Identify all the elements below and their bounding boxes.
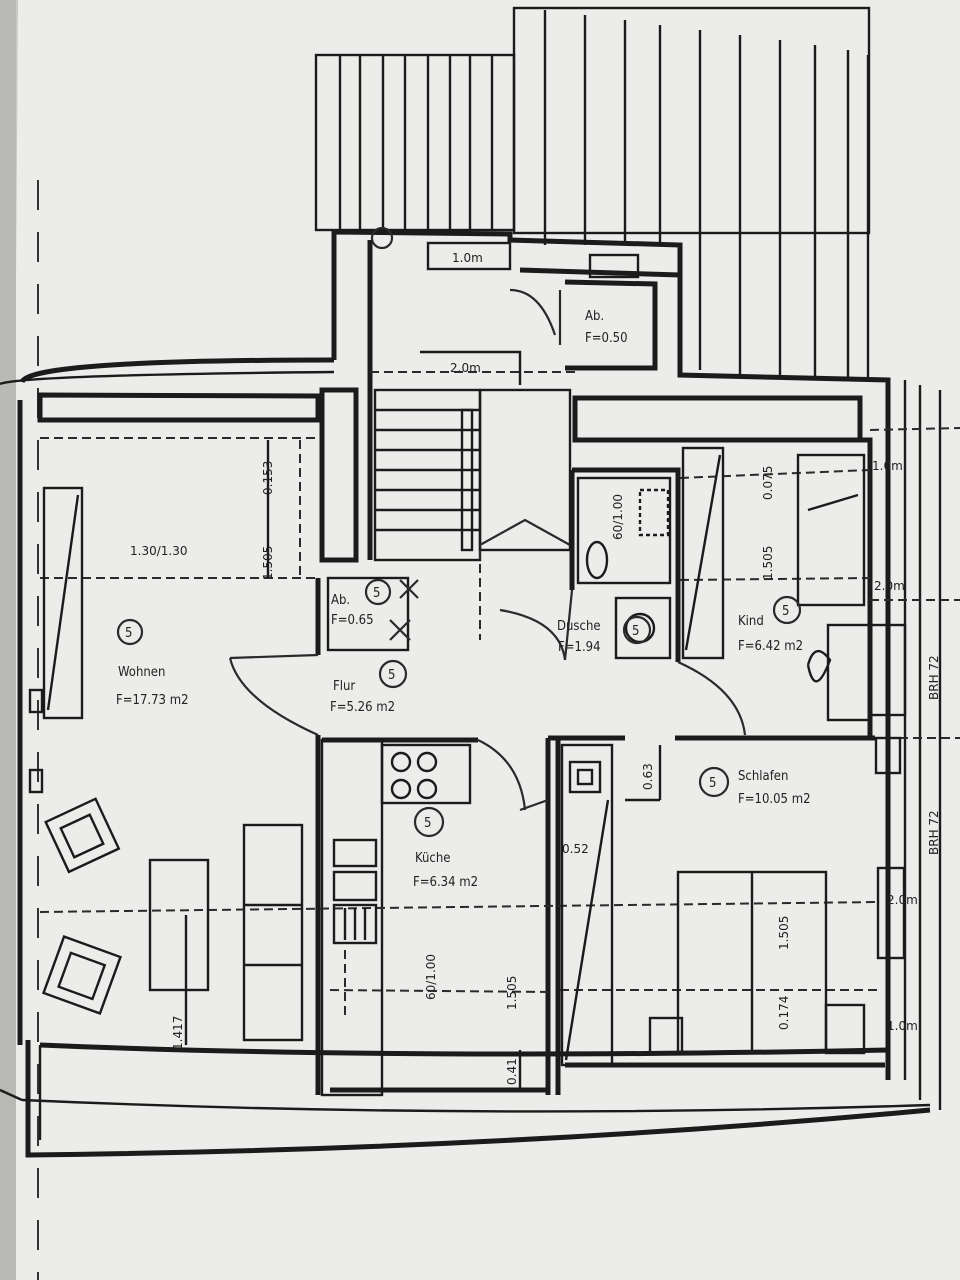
dim-schlafen-h2: 0.174: [777, 996, 791, 1030]
label-kueche-area: F=6.34 m2: [413, 875, 478, 890]
label-schlafen-area: F=10.05 m2: [738, 792, 811, 807]
marker-ab-flur: 5: [373, 586, 380, 601]
kind-furniture: [681, 446, 907, 775]
label-flur-area: F=5.26 m2: [330, 700, 395, 715]
label-flur-name: Flur: [333, 679, 355, 694]
dim-schlafen-2: 0.52: [562, 842, 589, 856]
doors: [228, 589, 747, 812]
dim-kueche-window: 60/1.00: [424, 954, 438, 1000]
dim-schlafen-h1: 1.505: [777, 916, 791, 950]
kueche-fixtures: [332, 743, 522, 1090]
label-schlafen-name: Schlafen: [738, 769, 788, 784]
dim-wohnen-h1: 1.505: [261, 546, 275, 580]
paper-left-shadow: [0, 0, 16, 1280]
dim-schlafen-1: 0.63: [641, 763, 655, 790]
dim-kueche-small: 0.41: [505, 1058, 519, 1085]
marker-kind: 5: [782, 604, 789, 619]
dim-schlafen-right2: 1.0m: [887, 1019, 918, 1033]
label-dusche-area: F=1.94: [558, 640, 601, 655]
dusche-fixtures: [576, 476, 672, 660]
marker-kueche: 5: [424, 816, 431, 831]
dim-stair-width: 2.0m: [450, 361, 481, 375]
label-dusche-name: Dusche: [557, 619, 601, 634]
dim-dusche-window: 60/1.00: [611, 494, 625, 540]
roof-hatch: [314, 6, 871, 380]
dim-kind-right2: 2.0m: [874, 579, 905, 593]
dim-schlafen-right1: 2.0m: [887, 893, 918, 907]
room-markers: 5 5 5 5 5 5 5: [116, 226, 802, 838]
marker-schlafen: 5: [709, 776, 716, 791]
schlafen-furniture: [560, 743, 906, 1067]
dim-brh-top: BRH 72: [927, 655, 941, 700]
dim-window-wohnen: 1.30/1.30: [130, 544, 187, 558]
wohnen-furniture: [28, 440, 304, 1045]
label-wohnen-area: F=17.73 m2: [116, 693, 189, 708]
label-ab-top-area: F=0.50: [585, 331, 628, 346]
label-ab-flur-name: Ab.: [331, 593, 350, 608]
staircase: [370, 350, 575, 640]
ab-x-marks: [389, 579, 419, 641]
room-labels: Wohnen F=17.73 m2 Flur F=5.26 m2 Ab. F=0…: [116, 309, 811, 890]
outer-walls: [0, 229, 942, 1158]
label-ab-top-name: Ab.: [585, 309, 604, 324]
dimension-labels: 1.0m 2.0m 1.30/1.30 1.505 0.153 1.417 60…: [130, 251, 941, 1085]
label-ab-flur-area: F=0.65: [331, 613, 374, 628]
top-small-rooms: [367, 240, 681, 560]
dim-kind-h1: 1.505: [761, 546, 775, 580]
marker-dusche: 5: [632, 624, 639, 639]
label-kind-name: Kind: [738, 614, 764, 629]
dim-kind-h2: 0.075: [761, 466, 775, 500]
label-kueche-name: Küche: [415, 851, 450, 866]
dim-brh-bottom: BRH 72: [927, 810, 941, 855]
marker-flur: 5: [388, 668, 395, 683]
label-kind-area: F=6.42 m2: [738, 639, 803, 654]
dim-wohnen-h2: 0.153: [261, 461, 275, 495]
marker-wohnen: 5: [125, 626, 132, 641]
dim-kind-right1: 1.0m: [872, 459, 903, 473]
label-wohnen-name: Wohnen: [118, 665, 165, 680]
dim-kueche-h: 1.505: [505, 976, 519, 1010]
dim-top-width: 1.0m: [452, 251, 483, 265]
dim-wohnen-low: 1.417: [171, 1016, 185, 1050]
